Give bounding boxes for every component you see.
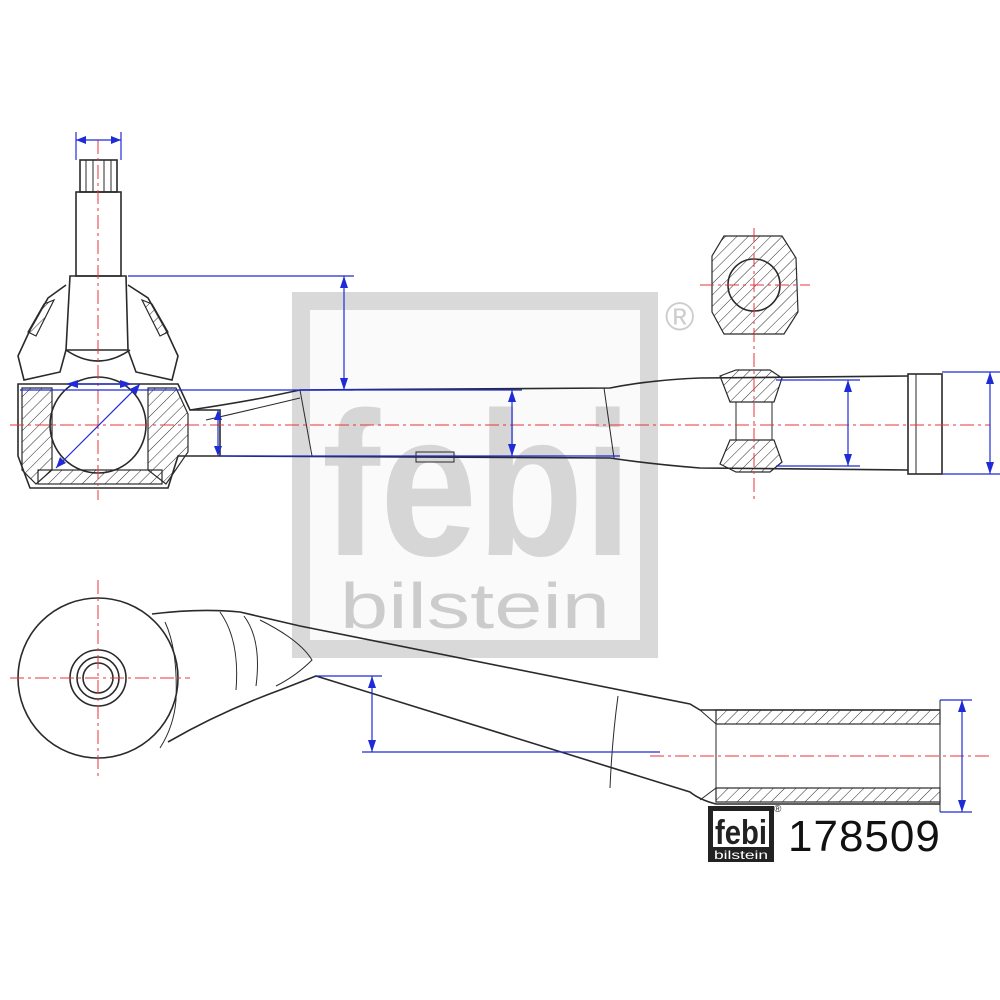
watermark-brand-text: febi: [322, 370, 632, 599]
part-number: 178509: [788, 812, 941, 861]
dimensions-top: [20, 132, 1000, 475]
watermark-registered-mark: ®: [665, 295, 694, 339]
centerlines-top: [10, 140, 990, 500]
watermark-inner: [310, 310, 640, 640]
watermark-logo: febi bilstein ®: [292, 292, 694, 658]
brand-logo-registered: ®: [774, 804, 782, 815]
pinch-bolt-hole-top: [719, 369, 783, 403]
brand-logo-sub-text: bilstein: [714, 848, 768, 862]
thread-sleeve: [907, 373, 943, 475]
side-section-view: [17, 159, 943, 489]
arm-plan-outline: [151, 609, 940, 711]
stud-taper: [65, 275, 129, 351]
centerlines-plan: [10, 580, 990, 776]
dust-boot: [17, 284, 67, 381]
pinch-bolt-hole-bottom: [719, 439, 783, 473]
dimensions-plan: [316, 675, 972, 813]
arm-body: [189, 375, 909, 411]
watermark-sub-text: bilstein: [340, 570, 610, 642]
plan-view: [17, 597, 941, 812]
brand-logo-text: febi: [715, 814, 767, 852]
brand-logo: febi bilstein ®: [708, 804, 782, 862]
